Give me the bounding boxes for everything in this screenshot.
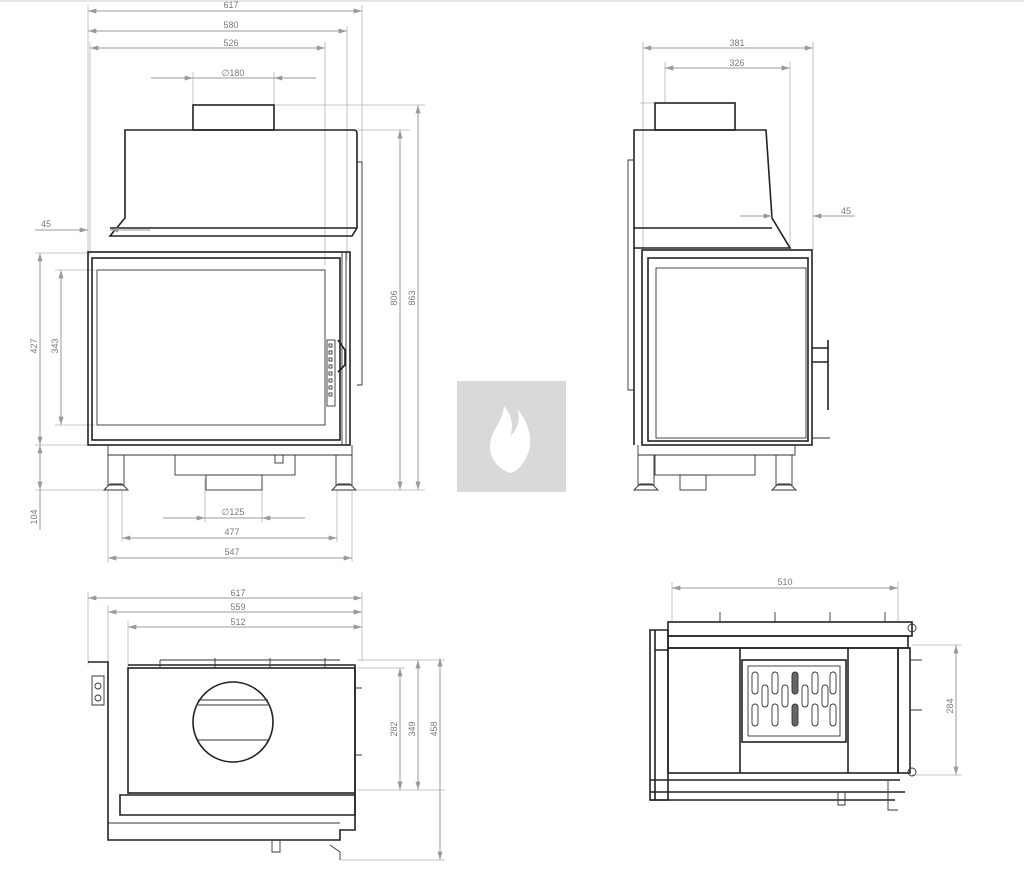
dim-427: 427 bbox=[29, 338, 39, 353]
dim-349: 349 bbox=[407, 721, 417, 736]
door-handle bbox=[326, 339, 346, 407]
dim-45-left: 45 bbox=[41, 219, 51, 229]
hatched-wall-top bbox=[667, 635, 909, 649]
ash-box bbox=[174, 454, 296, 476]
top-plate bbox=[127, 667, 356, 794]
dim-flue-diameter: ∅180 bbox=[222, 68, 245, 78]
smoke-chamber-side bbox=[633, 129, 792, 249]
top-view: 617 559 512 282 349 458 bbox=[87, 588, 445, 861]
dim-inlet-diameter: ∅125 bbox=[222, 507, 245, 517]
grate bbox=[741, 659, 847, 743]
dim-559: 559 bbox=[230, 602, 245, 612]
air-inlet bbox=[205, 474, 263, 491]
dim-580: 580 bbox=[223, 20, 238, 30]
dim-863: 863 bbox=[407, 290, 417, 305]
door-frame bbox=[87, 251, 351, 446]
smoke-chamber bbox=[108, 129, 358, 237]
flue-opening bbox=[192, 681, 274, 763]
dim-512: 512 bbox=[230, 617, 245, 627]
dim-381: 381 bbox=[729, 38, 744, 48]
watermark-logo bbox=[457, 381, 566, 492]
legs bbox=[102, 454, 358, 491]
section-view: 510 284 bbox=[649, 577, 962, 811]
side-view: 381 326 45 bbox=[627, 38, 855, 491]
door-side bbox=[641, 249, 813, 446]
grate-slots bbox=[751, 671, 837, 727]
side-panel bbox=[357, 161, 363, 386]
dim-617-top: 617 bbox=[230, 588, 245, 598]
dim-526: 526 bbox=[223, 38, 238, 48]
dim-547: 547 bbox=[224, 547, 239, 557]
flame-icon bbox=[490, 406, 531, 473]
dim-326: 326 bbox=[729, 58, 744, 68]
dim-806: 806 bbox=[389, 290, 399, 305]
door-glass bbox=[96, 269, 326, 426]
flue-collar bbox=[192, 104, 275, 131]
section-top-strip bbox=[667, 621, 913, 637]
dim-104: 104 bbox=[29, 509, 39, 524]
handle-side bbox=[812, 340, 829, 410]
dim-477: 477 bbox=[224, 527, 239, 537]
dim-343: 343 bbox=[50, 338, 60, 353]
dim-45-right: 45 bbox=[841, 206, 851, 216]
dim-617: 617 bbox=[223, 0, 238, 10]
dim-284: 284 bbox=[945, 698, 955, 713]
flue-collar-side bbox=[654, 102, 736, 131]
hatched-wall-right bbox=[897, 647, 911, 774]
top-border bbox=[0, 0, 1024, 2]
dim-510: 510 bbox=[777, 577, 792, 587]
front-view: 617 580 526 ∅180 45 427 343 104 806 863 … bbox=[29, 0, 425, 562]
dim-282: 282 bbox=[389, 721, 399, 736]
dim-458: 458 bbox=[429, 721, 439, 736]
